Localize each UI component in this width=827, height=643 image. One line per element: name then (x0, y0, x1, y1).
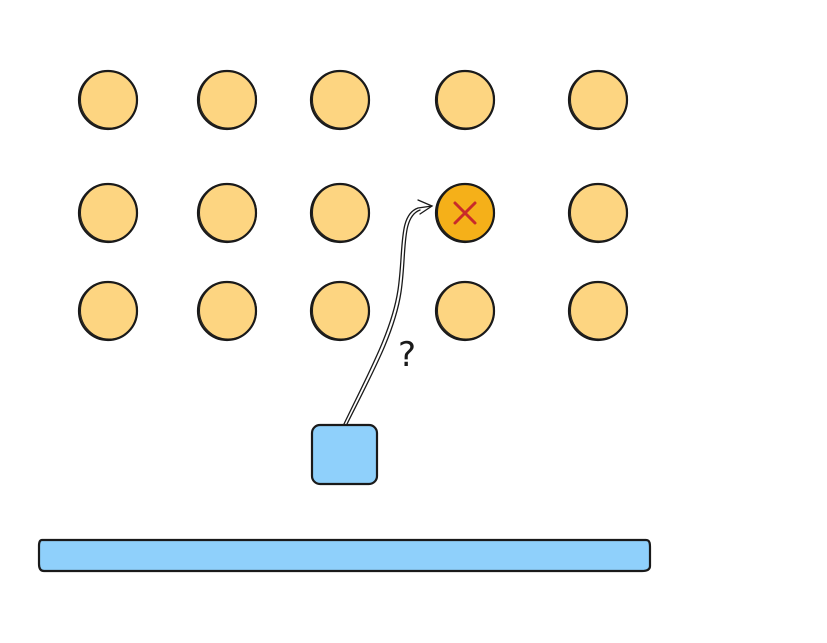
ball-outline (80, 70, 138, 129)
ball-outline (437, 281, 495, 340)
ball-outline (312, 70, 370, 129)
ball-grid (77, 69, 629, 342)
ball-outline (199, 70, 257, 129)
ball-outline (312, 183, 370, 242)
ball-outline (570, 281, 628, 340)
target-x-icon (453, 201, 477, 225)
ball-outline (312, 281, 370, 340)
arrowhead-icon (417, 199, 434, 215)
ball-outline (80, 183, 138, 242)
ball-outline (199, 183, 257, 242)
trajectory-arrow (343, 205, 433, 425)
ball-outline (80, 281, 138, 340)
ball-outline (570, 183, 628, 242)
paddle (310, 423, 379, 486)
bottom-bar (37, 538, 652, 573)
trajectory-arrow-stroke (346, 209, 421, 425)
ball-outline (570, 70, 628, 129)
ball-outline (437, 70, 495, 129)
question-mark-label: ? (398, 335, 416, 375)
ball-outline (199, 281, 257, 340)
ball-outline (437, 183, 495, 242)
